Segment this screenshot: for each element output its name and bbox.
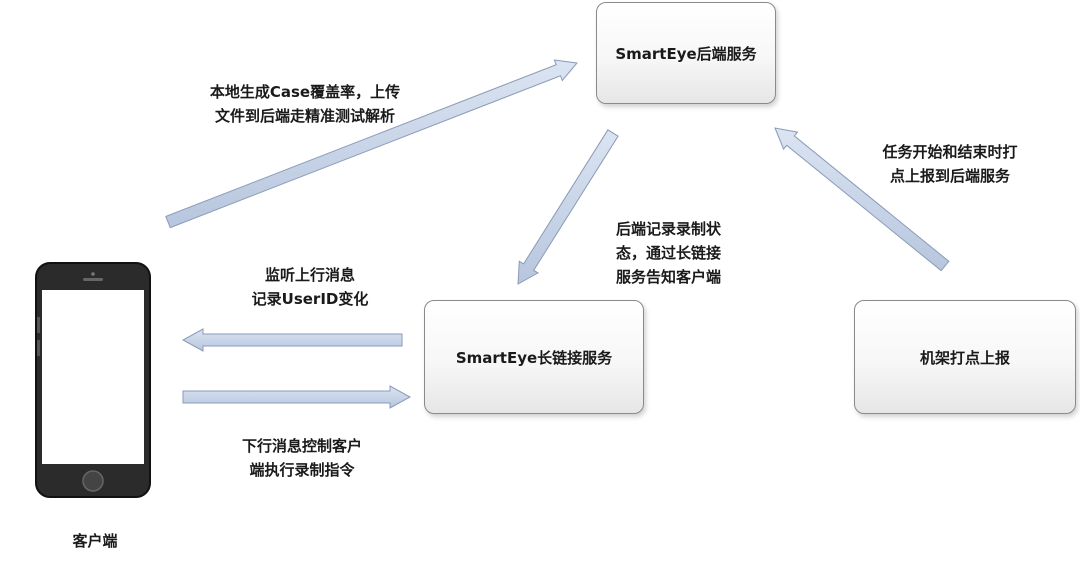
arrow-longlink-to-client	[181, 328, 403, 352]
edge-label-line: 监听上行消息	[264, 266, 355, 284]
edge-label-client-to-longlink: 下行消息控制客户 端执行录制指令	[222, 434, 382, 482]
longlink-service-node[interactable]: SmartEye长链接服务	[424, 300, 644, 414]
edge-label-rack-to-backend: 任务开始和结束时打 点上报到后端服务	[870, 140, 1030, 188]
rack-report-node[interactable]: 机架打点上报	[854, 300, 1076, 414]
backend-service-node[interactable]: SmartEye后端服务	[596, 2, 776, 104]
backend-service-label: SmartEye后端服务	[615, 44, 757, 63]
arrow-client-to-backend	[165, 59, 578, 229]
edge-label-line: 服务告知客户端	[616, 268, 722, 286]
edge-label-client-to-backend: 本地生成Case覆盖率，上传 文件到后端走精准测试解析	[195, 80, 415, 128]
edge-label-line: 本地生成Case覆盖率，上传	[209, 83, 401, 101]
edge-label-line: 文件到后端走精准测试解析	[214, 107, 395, 125]
edge-label-line: 端执行录制指令	[249, 461, 355, 479]
edge-label-longlink-to-client: 监听上行消息 记录UserID变化	[230, 263, 390, 311]
edge-label-line: 任务开始和结束时打	[882, 143, 1018, 161]
client-label: 客户端	[72, 532, 118, 550]
arrow-backend-to-longlink	[517, 129, 619, 285]
phone-icon	[35, 262, 151, 498]
rack-report-label: 机架打点上报	[919, 348, 1010, 367]
longlink-service-label: SmartEye长链接服务	[455, 348, 613, 367]
edge-label-line: 下行消息控制客户	[241, 437, 362, 455]
edge-label-line: 态，通过长链接	[616, 244, 722, 262]
edge-label-line: 点上报到后端服务	[889, 167, 1010, 185]
edge-label-backend-to-longlink: 后端记录录制状 态，通过长链接 服务告知客户端	[616, 217, 721, 289]
arrow-rack-to-backend	[774, 127, 950, 272]
edge-label-line: 记录UserID变化	[251, 290, 369, 308]
arrow-client-to-longlink	[182, 385, 412, 409]
edge-label-line: 后端记录录制状	[616, 220, 722, 238]
